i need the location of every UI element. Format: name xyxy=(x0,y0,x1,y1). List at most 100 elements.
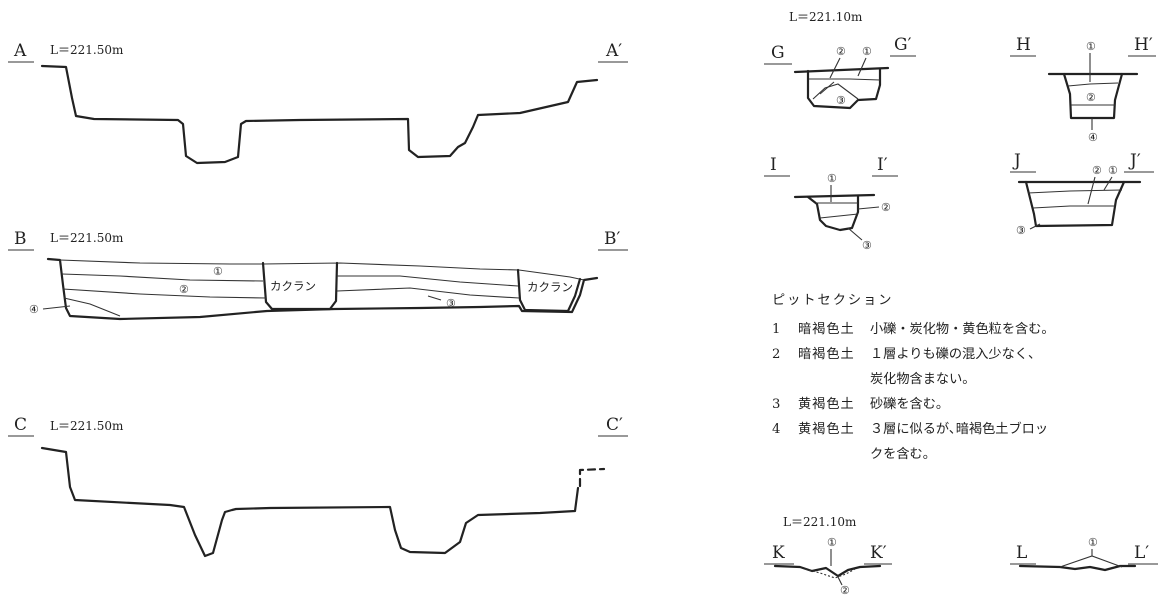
section-c: C L＝221.50m C′ xyxy=(8,415,628,558)
legend-item-soil: 暗褐色土 xyxy=(798,322,855,337)
legend-item-number: 2 xyxy=(772,347,781,362)
legend-item-description: １層よりも礫の混入少なく、 xyxy=(870,347,1042,362)
section-a-right-label: A′ xyxy=(605,41,622,61)
section-j: J J′ ② ① ③ xyxy=(1010,151,1154,237)
section-b-disturbance-2 xyxy=(516,268,582,313)
section-b-boundary-2-3-mid xyxy=(337,275,519,287)
section-i-layer-3: ③ xyxy=(862,239,872,252)
section-i-right-label: I′ xyxy=(877,155,888,175)
section-g-surface xyxy=(793,66,890,74)
section-l: L L′ ① xyxy=(1010,536,1158,572)
section-g: L＝221.10m G G′ ② ① ③ xyxy=(764,10,916,110)
section-b-boundary-3-mid xyxy=(336,287,520,299)
legend-item: 1 暗褐色土 小礫・炭化物・黄色粒を含む。 xyxy=(772,317,1162,342)
section-i-layer-2: ② xyxy=(881,201,891,214)
section-h-layer-1: ① xyxy=(1086,40,1096,53)
section-j-layer-3: ③ xyxy=(1016,224,1026,237)
section-b-layer-3-leader xyxy=(427,295,442,301)
legend-item-continuation: クを含む。 xyxy=(772,442,1162,467)
section-b-layer-4-leader xyxy=(42,305,71,310)
legend-item-description: ３層に似るが､暗褐色土ブロッ xyxy=(870,422,1049,437)
section-k-layer-1: ① xyxy=(827,536,837,549)
pit-section-legend: ピットセクション 1 暗褐色土 小礫・炭化物・黄色粒を含む。 2 暗褐色土 １層… xyxy=(772,288,1162,467)
section-c-profile xyxy=(40,446,580,558)
section-i-profile xyxy=(806,194,860,232)
legend-item-soil: 暗褐色土 xyxy=(798,347,855,362)
legend-title: ピットセクション xyxy=(772,293,894,308)
section-b: B L＝221.50m B′ ① ② ③ ④ カクラン カクラン xyxy=(8,229,628,321)
section-h-layer-4: ④ xyxy=(1088,131,1098,144)
section-l-left-label: L xyxy=(1016,543,1027,563)
section-g-profile xyxy=(806,67,882,110)
section-j-layer-1: ① xyxy=(1108,164,1118,177)
legend-item-number: 4 xyxy=(772,422,781,437)
section-j-layer-3-leader xyxy=(1029,223,1041,230)
section-k: L＝221.10m K K′ ① ② xyxy=(764,515,892,596)
section-i-surface xyxy=(793,193,876,199)
legend-item: 3 黄褐色土 砂礫を含む。 xyxy=(772,392,1162,417)
section-i-left-label: I xyxy=(770,155,777,175)
section-k-right-label: K′ xyxy=(870,543,887,563)
section-l-profile xyxy=(1018,564,1137,572)
section-b-disturbance-1 xyxy=(261,261,339,311)
section-g-right-label: G′ xyxy=(894,35,912,55)
section-k-layer-2: ② xyxy=(840,584,850,596)
legend-item-continuation: 炭化物含まない。 xyxy=(772,367,1162,392)
section-b-level: L＝221.50m xyxy=(50,231,124,245)
section-k-level: L＝221.10m xyxy=(783,515,857,529)
section-b-right-label: B′ xyxy=(604,229,620,249)
section-l-layer-1: ① xyxy=(1088,536,1098,549)
section-g-boundary-3 xyxy=(819,81,835,95)
section-h-left-label: H xyxy=(1016,35,1031,55)
section-c-broken-edge xyxy=(578,467,606,488)
section-b-boundary-2-3 xyxy=(62,288,267,299)
legend-item-number: 1 xyxy=(772,322,781,337)
section-j-left-label: J xyxy=(1012,151,1021,171)
section-j-boundary-1 xyxy=(1027,189,1123,194)
section-i-boundary-2 xyxy=(819,213,859,219)
section-j-layer-2: ② xyxy=(1092,164,1102,177)
legend-item-soil: 黄褐色土 xyxy=(798,422,855,437)
section-g-level: L＝221.10m xyxy=(789,10,863,24)
legend-item-description: 砂礫を含む。 xyxy=(870,397,950,412)
section-g-boundary-2 xyxy=(812,83,859,100)
section-k-profile xyxy=(773,564,882,578)
section-j-boundary-2 xyxy=(1032,205,1115,209)
section-g-layer-1-leader xyxy=(857,57,867,77)
section-b-disturbance-label-1: カクラン xyxy=(270,279,316,293)
legend-item: 2 暗褐色土 １層よりも礫の混入少なく、 xyxy=(772,342,1162,367)
section-k-layer-2-leader xyxy=(837,576,843,586)
section-g-layer-2-leader xyxy=(829,57,841,79)
section-b-surface xyxy=(59,259,585,281)
section-g-layer-3: ③ xyxy=(836,94,846,107)
section-j-layer-1-leader xyxy=(1103,176,1113,191)
section-b-profile xyxy=(46,257,599,321)
section-c-left-label: C xyxy=(14,415,27,435)
section-a-left-label: A xyxy=(13,41,27,61)
section-g-layer-1: ① xyxy=(862,45,872,58)
section-g-layer-2: ② xyxy=(836,45,846,58)
legend-item-description: 炭化物含まない。 xyxy=(870,372,976,387)
section-i: I I′ ① ② ③ xyxy=(764,155,898,252)
legend-item-description: クを含む。 xyxy=(870,447,936,462)
section-i-layer-2-leader xyxy=(857,206,880,210)
section-i-layer-1: ① xyxy=(827,172,837,185)
section-l-right-label: L′ xyxy=(1134,543,1149,563)
section-b-boundary-1-2 xyxy=(61,273,264,282)
section-b-layer-1: ① xyxy=(213,265,223,278)
section-a-level: L＝221.50m xyxy=(50,43,124,57)
section-g-boundary-1 xyxy=(809,78,881,81)
section-b-disturbance-label-2: カクラン xyxy=(527,280,573,294)
legend-item-description: 小礫・炭化物・黄色粒を含む。 xyxy=(870,322,1055,337)
section-j-profile xyxy=(1024,180,1126,228)
legend-item: 4 黄褐色土 ３層に似るが､暗褐色土ブロッ xyxy=(772,417,1162,442)
section-a-profile xyxy=(40,64,599,165)
section-g-left-label: G xyxy=(771,43,785,63)
section-b-left-label: B xyxy=(14,229,27,249)
section-j-right-label: J′ xyxy=(1128,151,1141,171)
section-k-left-label: K xyxy=(772,543,785,563)
section-b-layer-4: ④ xyxy=(29,303,39,316)
section-h: H H′ ① ② ④ xyxy=(1010,35,1156,144)
